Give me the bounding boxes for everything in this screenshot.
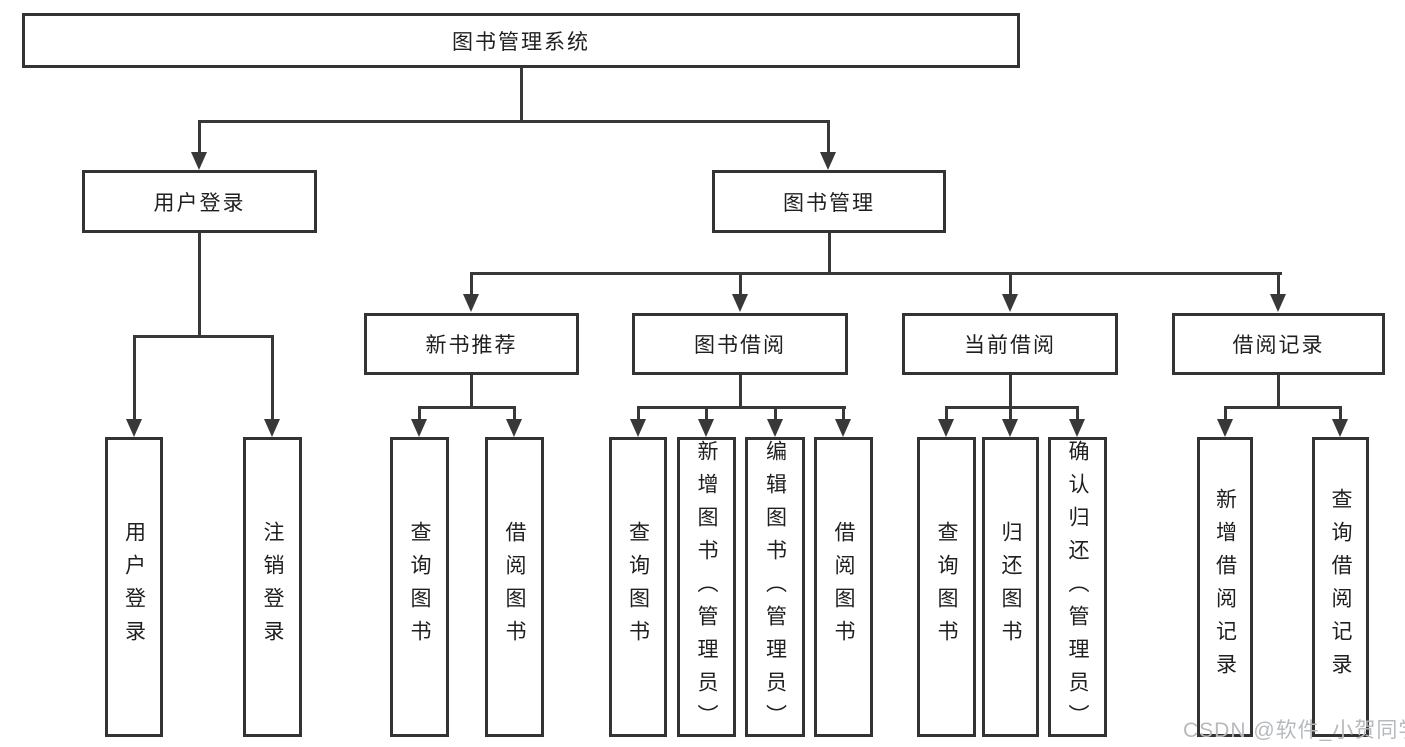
leaf-borrow-book-label: 借阅图书: [832, 521, 855, 653]
node-borrow-records: 借阅记录: [1172, 313, 1385, 375]
leaf-logout: 注销登录: [243, 437, 302, 737]
arrow-down-icon: [1270, 294, 1286, 312]
node-user-login: 用户登录: [82, 170, 317, 233]
node-current-borrow-label: 当前借阅: [964, 334, 1056, 357]
node-book-borrow: 图书借阅: [632, 313, 848, 375]
node-current-borrow: 当前借阅: [902, 313, 1118, 375]
leaf-add-book-admin: 新增图书（管理员）: [677, 437, 736, 737]
connector-line: [519, 67, 523, 120]
arrow-down-icon: [820, 152, 836, 170]
leaf-return-book-label: 归还图书: [999, 521, 1022, 653]
connector-line: [1009, 406, 1012, 420]
connector-line: [842, 406, 845, 420]
connector-line: [271, 335, 274, 420]
leaf-add-borrow-record: 新增借阅记录: [1197, 437, 1253, 737]
arrow-down-icon: [767, 419, 783, 437]
node-book-borrow-label: 图书借阅: [694, 334, 786, 357]
connector-line: [470, 272, 473, 296]
leaf-borrow-book: 借阅图书: [814, 437, 873, 737]
connector-line: [636, 406, 640, 420]
connector-line: [1076, 406, 1079, 420]
arrow-down-icon: [835, 419, 851, 437]
leaf-edit-book-admin: 编辑图书（管理员）: [745, 437, 805, 737]
leaf-add-book-admin-label: 新增图书（管理员）: [695, 440, 718, 737]
connector-line: [470, 375, 473, 407]
connector-line: [945, 406, 948, 420]
connector-line: [826, 120, 830, 153]
arrow-down-icon: [698, 419, 714, 437]
arrow-down-icon: [732, 294, 748, 312]
connector-line: [513, 406, 516, 420]
connector-line: [827, 233, 831, 272]
connector-line: [738, 272, 742, 296]
leaf-confirm-return-admin-label: 确认归还（管理员）: [1066, 440, 1089, 737]
connector-line: [1008, 375, 1012, 406]
arrow-down-icon: [1002, 419, 1018, 437]
leaf-edit-book-admin-label: 编辑图书（管理员）: [763, 440, 787, 737]
leaf-recommend-query-book-label: 查询图书: [408, 521, 431, 653]
connector-line: [1277, 272, 1280, 296]
leaf-query-borrow-record-label: 查询借阅记录: [1329, 488, 1352, 686]
leaf-add-borrow-record-label: 新增借阅记录: [1213, 488, 1237, 686]
node-book-management-label: 图书管理: [783, 191, 875, 215]
leaf-current-query-book: 查询图书: [917, 437, 976, 737]
arrow-down-icon: [1332, 419, 1348, 437]
connector-line: [132, 335, 136, 420]
connector-line: [738, 375, 742, 406]
leaf-user-login-label: 用户登录: [122, 521, 146, 653]
connector-line: [1223, 406, 1227, 420]
arrow-down-icon: [1069, 419, 1085, 437]
arrow-down-icon: [126, 419, 142, 437]
node-root-label: 图书管理系统: [452, 30, 590, 54]
leaf-current-query-book-label: 查询图书: [935, 521, 958, 653]
connector-line: [469, 272, 1282, 275]
connector-line: [773, 406, 777, 420]
connector-line: [132, 335, 274, 338]
connector-line: [198, 233, 201, 336]
node-borrow-records-label: 借阅记录: [1232, 334, 1325, 357]
leaf-return-book: 归还图书: [982, 437, 1039, 737]
csdn-watermark: CSDN @软件_小贺同学: [1183, 719, 1405, 742]
arrow-down-icon: [506, 419, 522, 437]
arrow-down-icon: [938, 419, 954, 437]
leaf-recommend-borrow-book: 借阅图书: [485, 437, 544, 737]
node-user-login-label: 用户登录: [153, 191, 246, 215]
connector-line: [418, 406, 421, 420]
leaf-confirm-return-admin: 确认归还（管理员）: [1048, 437, 1107, 737]
leaf-query-borrow-record: 查询借阅记录: [1312, 437, 1369, 737]
arrow-down-icon: [411, 419, 427, 437]
node-book-management: 图书管理: [712, 170, 946, 233]
connector-line: [197, 120, 830, 123]
leaf-borrow-query-book: 查询图书: [609, 437, 667, 737]
leaf-recommend-query-book: 查询图书: [390, 437, 449, 737]
arrow-down-icon: [191, 152, 207, 170]
connector-line: [1277, 375, 1280, 406]
arrow-down-icon: [264, 419, 280, 437]
node-root: 图书管理系统: [22, 13, 1020, 68]
node-new-book-recommend: 新书推荐: [364, 313, 579, 375]
leaf-recommend-borrow-book-label: 借阅图书: [503, 521, 526, 653]
connector-line: [418, 406, 516, 409]
leaf-user-login: 用户登录: [105, 437, 163, 737]
connector-line: [705, 406, 708, 420]
arrow-down-icon: [1217, 419, 1233, 437]
connector-line: [1008, 272, 1012, 296]
connector-line: [1223, 406, 1342, 409]
connector-line: [636, 406, 846, 409]
leaf-logout-label: 注销登录: [261, 521, 284, 653]
node-new-book-recommend-label: 新书推荐: [425, 334, 518, 357]
arrow-down-icon: [463, 294, 479, 312]
connector-line: [1339, 406, 1342, 420]
connector-line: [197, 120, 201, 153]
arrow-down-icon: [1002, 294, 1018, 312]
leaf-borrow-query-book-label: 查询图书: [626, 521, 650, 653]
arrow-down-icon: [630, 419, 646, 437]
connector-line: [945, 406, 1079, 409]
